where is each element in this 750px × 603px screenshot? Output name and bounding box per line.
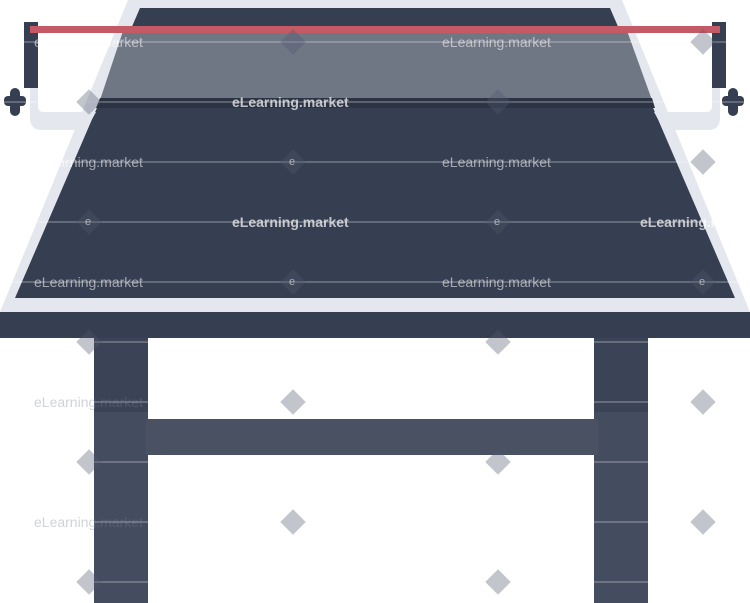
net-tape (30, 26, 720, 33)
right-net-knob-bar (722, 96, 744, 106)
left-net-knob-bar (4, 96, 26, 106)
left-net-post (24, 22, 38, 88)
watermark-diamonds (76, 29, 716, 595)
right-net-post (712, 22, 726, 88)
leg-crossbar (146, 419, 598, 455)
left-leg-lower (94, 412, 148, 603)
watermark-lines (0, 41, 750, 583)
net-panel-shade (96, 98, 655, 108)
left-net-clamp (30, 24, 96, 130)
table-edge (0, 312, 750, 338)
net-panel (100, 28, 652, 100)
right-leg-lower (594, 412, 648, 603)
